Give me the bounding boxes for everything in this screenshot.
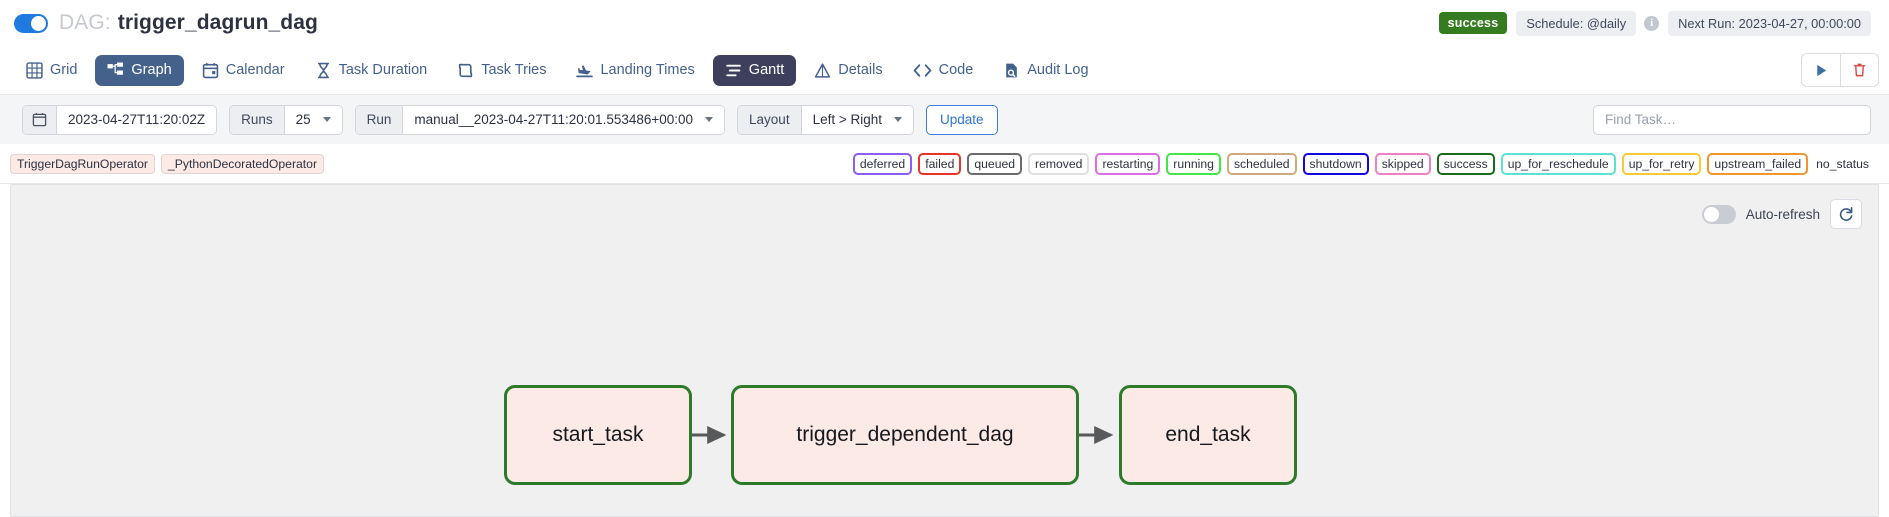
tab-grid[interactable]: Grid (14, 55, 89, 86)
status-chip-upstream-failed: upstream_failed (1707, 152, 1809, 175)
chevron-down-icon (322, 117, 331, 122)
calendar-picker-icon[interactable] (23, 105, 57, 134)
execution-date-value[interactable]: 2023-04-27T11:20:02Z (57, 105, 217, 134)
task-node-label: trigger_dependent_dag (796, 423, 1014, 446)
tab-audit-log-label: Audit Log (1027, 62, 1089, 78)
tab-task-duration[interactable]: Task Duration (303, 55, 440, 86)
runs-value: 25 (295, 112, 311, 127)
info-icon[interactable]: i (1644, 15, 1660, 31)
task-node-start-task[interactable]: start_task (504, 385, 692, 485)
trigger-dag-button[interactable] (1802, 54, 1840, 86)
tab-code-label: Code (938, 62, 974, 78)
chevron-down-icon (894, 117, 902, 122)
status-chip-up-for-retry: up_for_retry (1621, 152, 1702, 175)
runs-select[interactable]: 25 (284, 105, 342, 134)
code-icon (913, 62, 932, 79)
status-chip-running: running (1166, 152, 1221, 175)
update-button[interactable]: Update (926, 104, 998, 135)
tab-task-tries[interactable]: Task Tries (445, 55, 558, 86)
task-node-trigger-dependent-dag[interactable]: trigger_dependent_dag (731, 385, 1079, 485)
status-chip-shutdown: shutdown (1302, 152, 1369, 175)
play-icon (1816, 64, 1826, 76)
operator-tag[interactable]: TriggerDagRunOperator (10, 153, 155, 174)
run-select[interactable]: manual__2023-04-27T11:20:01.553486+00:00 (403, 105, 725, 134)
tab-details[interactable]: Details (802, 55, 894, 86)
find-task-input[interactable] (1593, 104, 1871, 135)
tab-gantt-label: Gantt (748, 62, 785, 78)
dag-title: trigger_dagrun_dag (117, 11, 318, 34)
tab-calendar[interactable]: Calendar (190, 55, 297, 86)
dag-header: DAG: trigger_dagrun_dag success Schedule… (0, 0, 1889, 46)
status-chip-skipped: skipped (1374, 152, 1431, 175)
graph-edges (692, 426, 1114, 444)
graph-filter-bar: 2023-04-27T11:20:02Z Runs 25 Run manual_… (0, 94, 1889, 144)
trash-icon (1853, 63, 1866, 77)
graph-nodes: start_task trigger_dependent_dag end_tas… (11, 185, 1878, 516)
tab-landing-times[interactable]: Landing Times (564, 55, 706, 86)
hourglass-icon (315, 62, 332, 79)
tab-landing-times-label: Landing Times (600, 62, 695, 78)
audit-log-icon (1003, 62, 1020, 79)
operator-tag[interactable]: _PythonDecoratedOperator (160, 153, 325, 174)
calendar-icon (202, 62, 219, 79)
dag-action-buttons (1801, 53, 1879, 87)
chevron-down-icon (705, 117, 714, 122)
dag-pause-toggle[interactable] (14, 13, 48, 33)
details-icon (814, 62, 831, 79)
next-run-pill: Next Run: 2023-04-27, 00:00:00 (1668, 10, 1871, 36)
status-chip-restarting: restarting (1095, 152, 1161, 175)
graph-canvas[interactable]: Auto-refresh start_task trigger_dependen… (10, 184, 1879, 517)
run-label: Run (355, 105, 404, 134)
tab-grid-label: Grid (50, 62, 78, 78)
auto-refresh-label: Auto-refresh (1745, 206, 1820, 222)
task-node-end-task[interactable]: end_task (1119, 385, 1297, 485)
tab-calendar-label: Calendar (225, 62, 285, 78)
dag-tabbar: Grid Graph Calendar Task Duration Task T… (0, 46, 1889, 94)
tab-graph-label: Graph (131, 62, 172, 78)
tab-task-duration-label: Task Duration (338, 62, 428, 78)
refresh-icon (1839, 207, 1853, 221)
status-legend: deferred failed queued removed restartin… (852, 152, 1871, 175)
delete-dag-button[interactable] (1840, 54, 1878, 86)
tab-task-tries-label: Task Tries (481, 62, 547, 78)
layout-group: Layout Left > Right (737, 104, 914, 135)
run-value: manual__2023-04-27T11:20:01.553486+00:00 (414, 112, 694, 127)
status-chip-failed: failed (918, 152, 962, 175)
schedule-pill: Schedule: @daily (1516, 10, 1637, 36)
status-chip-queued: queued (967, 152, 1023, 175)
runs-group: Runs 25 (229, 104, 343, 135)
dag-label: DAG: (59, 11, 111, 34)
tab-graph[interactable]: Graph (95, 54, 184, 86)
header-status-group: success Schedule: @daily i Next Run: 202… (1438, 10, 1871, 36)
refresh-button[interactable] (1830, 199, 1862, 229)
status-chip-up-for-reschedule: up_for_reschedule (1500, 152, 1616, 175)
retry-icon (457, 62, 474, 79)
status-chip-scheduled: scheduled (1226, 152, 1297, 175)
gantt-icon (725, 62, 742, 79)
layout-select[interactable]: Left > Right (801, 105, 913, 134)
run-group: Run manual__2023-04-27T11:20:01.553486+0… (354, 104, 726, 135)
layout-label: Layout (738, 105, 802, 134)
grid-icon (26, 61, 43, 79)
tab-details-label: Details (838, 62, 883, 78)
tab-code[interactable]: Code (901, 55, 986, 86)
dag-status-badge: success (1438, 12, 1508, 34)
runs-label: Runs (230, 105, 285, 134)
status-chip-removed: removed (1028, 152, 1090, 175)
layout-value: Left > Right (812, 112, 882, 127)
status-chip-deferred: deferred (852, 152, 913, 175)
landing-icon (576, 62, 594, 79)
status-chip-success: success (1436, 152, 1495, 175)
auto-refresh-toggle[interactable] (1701, 204, 1736, 224)
tab-audit-log[interactable]: Audit Log (991, 55, 1100, 86)
task-node-label: end_task (1165, 423, 1251, 446)
graph-icon (107, 62, 124, 79)
execution-date-group: 2023-04-27T11:20:02Z (22, 104, 218, 135)
status-chip-no-status: no_status (1814, 154, 1871, 173)
graph-legend-bar: TriggerDagRunOperator _PythonDecoratedOp… (0, 144, 1889, 184)
task-node-label: start_task (552, 423, 644, 446)
tab-gantt[interactable]: Gantt (712, 54, 797, 86)
auto-refresh-group: Auto-refresh (1701, 199, 1862, 229)
